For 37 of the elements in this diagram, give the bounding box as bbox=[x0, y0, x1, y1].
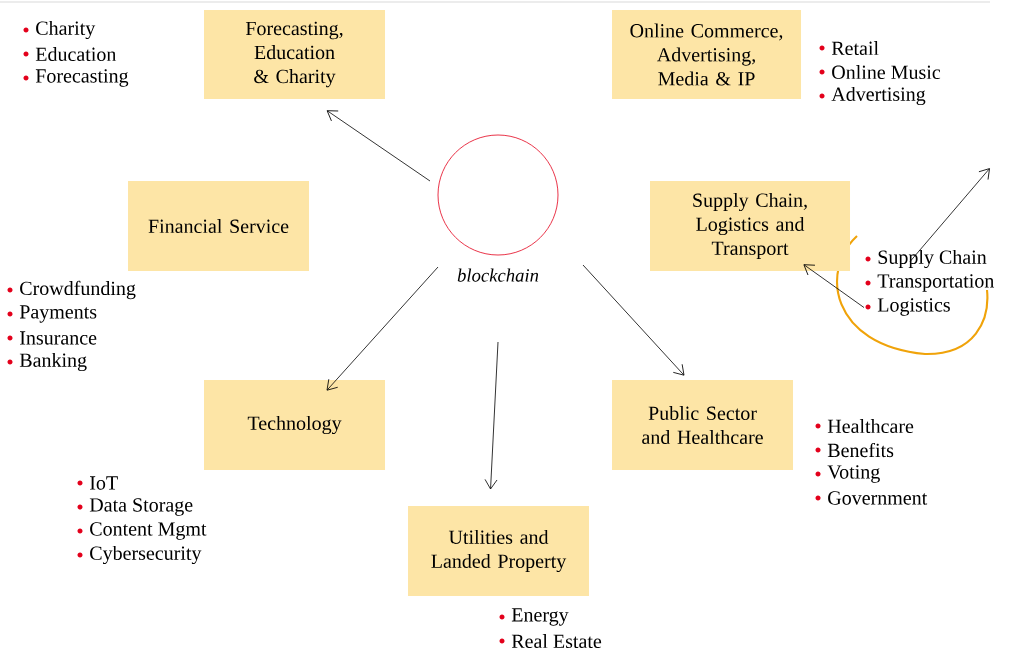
bullet-item: Banking bbox=[7, 352, 87, 372]
bullet-item: Transportation bbox=[865, 274, 995, 292]
bullet-item: Charity bbox=[23, 20, 96, 40]
bullet-item: Voting bbox=[815, 465, 880, 483]
bullet-item: IoT bbox=[77, 476, 118, 490]
bullet-item: Online Music bbox=[819, 65, 941, 80]
bullet-item: Crowdfunding bbox=[7, 280, 136, 300]
arrow bbox=[909, 168, 990, 263]
bullet-item: Data Storage bbox=[77, 498, 193, 516]
bullet-item: Retail bbox=[819, 41, 879, 56]
bullet-item: Government bbox=[815, 491, 928, 505]
category-box: Public Sector and Healthcare bbox=[612, 380, 793, 470]
bullet-item: Insurance bbox=[7, 331, 97, 345]
bullet-item: Advertising bbox=[819, 86, 926, 106]
bullet-item: Content Mgmt bbox=[77, 522, 207, 540]
bullet-item: Cybersecurity bbox=[77, 545, 202, 565]
arrow bbox=[326, 266, 439, 391]
bullet-item: Real Estate bbox=[499, 634, 602, 649]
arrow bbox=[326, 110, 431, 182]
bullet-item: Supply Chain bbox=[865, 249, 987, 269]
arrow bbox=[582, 264, 685, 376]
category-box: Online Commerce, Advertising, Media & IP bbox=[612, 10, 801, 99]
bullet-item: Payments bbox=[7, 305, 97, 323]
bullet-item: Education bbox=[23, 47, 117, 62]
bullet-item: Forecasting bbox=[23, 69, 129, 87]
category-box: Forecasting, Education & Charity bbox=[204, 10, 385, 99]
arrow bbox=[803, 264, 865, 308]
category-box: Utilities and Landed Property bbox=[408, 506, 589, 596]
category-box: Technology bbox=[204, 380, 385, 470]
arrow bbox=[484, 341, 499, 490]
category-box: Financial Service bbox=[128, 181, 309, 271]
bullet-item: Benefits bbox=[815, 442, 894, 458]
bullet-item: Energy bbox=[499, 608, 569, 626]
circle-label: blockchain bbox=[457, 268, 539, 282]
bullet-item: Logistics bbox=[865, 298, 950, 316]
category-box: Supply Chain, Logistics and Transport bbox=[650, 181, 850, 271]
bullet-item: Healthcare bbox=[815, 419, 914, 434]
